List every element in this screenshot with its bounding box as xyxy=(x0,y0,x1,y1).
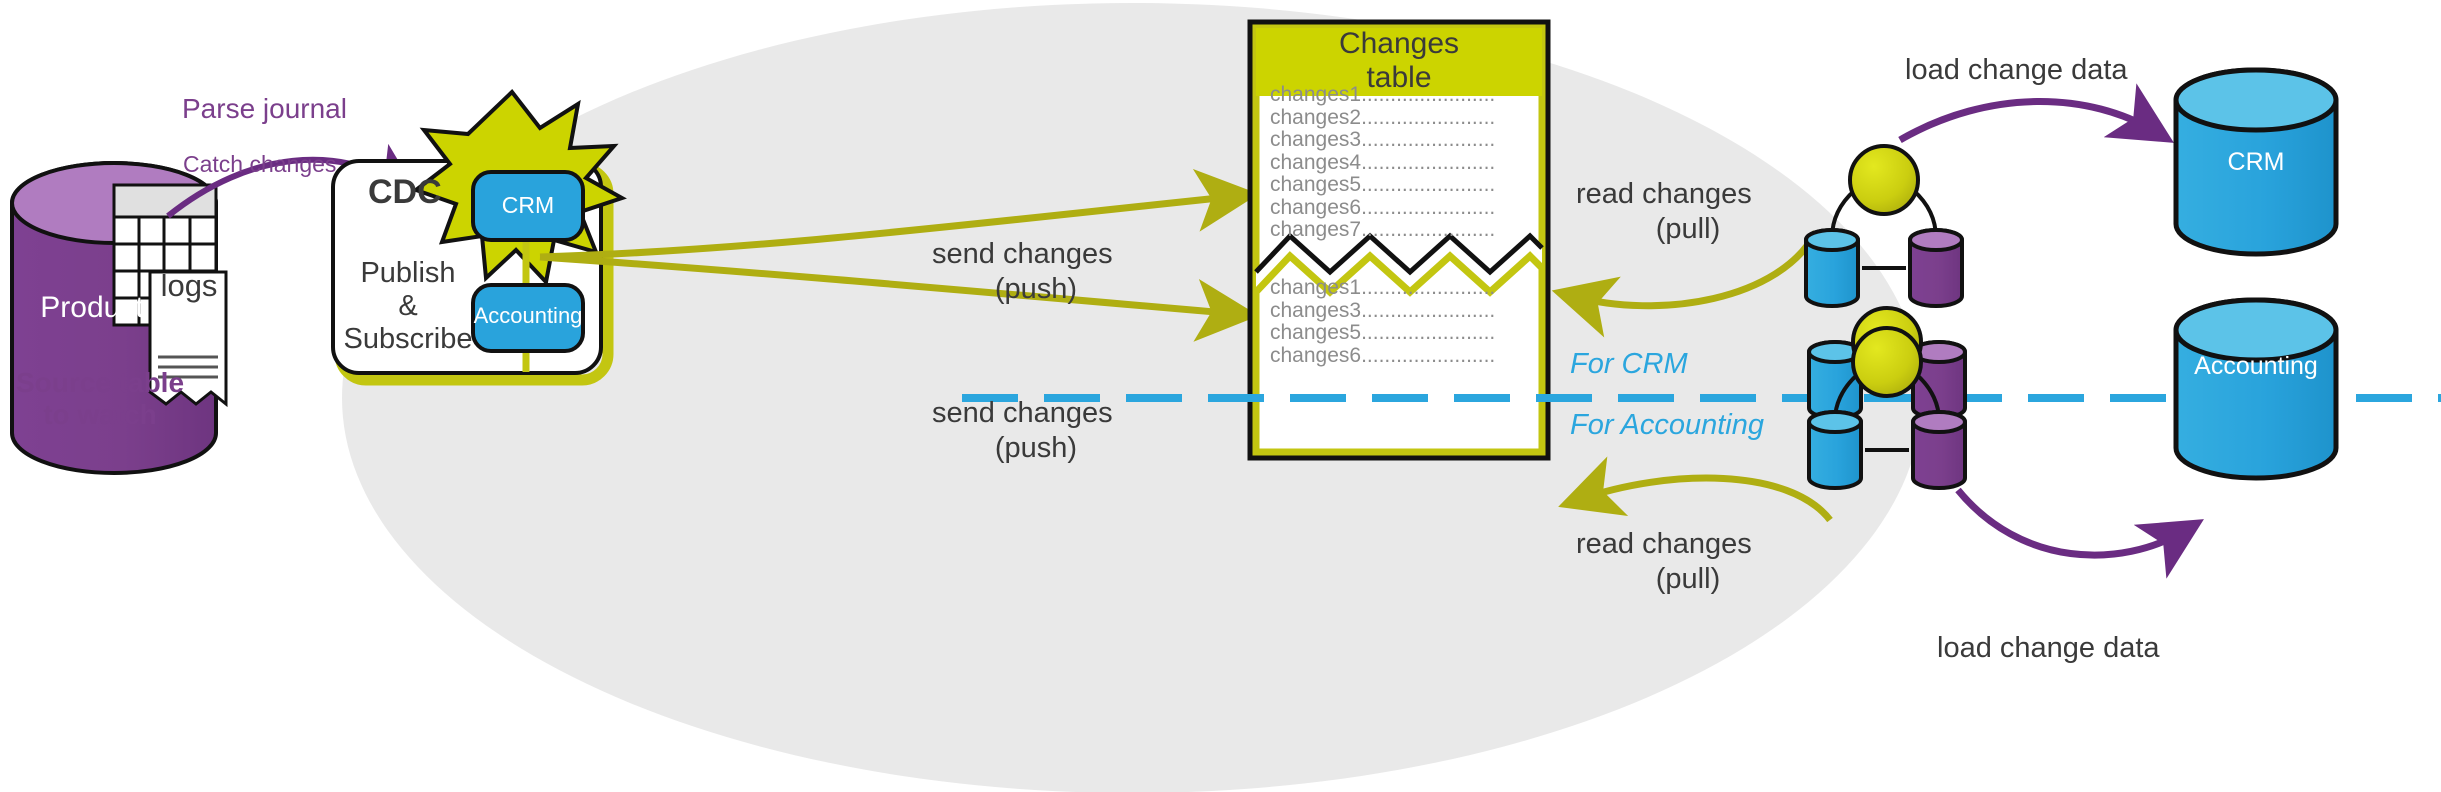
changes-table-header-line2: table xyxy=(1366,61,1432,94)
table-row: changes1....................... xyxy=(1270,276,1530,300)
subscriber-chip-crm-label: CRM xyxy=(501,192,555,218)
target-db-crm-label: CRM xyxy=(2227,148,2285,176)
table-row: changes4....................... xyxy=(1270,150,1530,175)
table-row: changes6....................... xyxy=(1270,343,1530,368)
changes-table-header-line1: Changes xyxy=(1338,27,1460,60)
row-label: changes6 xyxy=(1270,343,1362,367)
read-changes-top-line2: (pull) xyxy=(1655,213,1721,245)
push-arrow-bottom xyxy=(539,253,1259,342)
load-arrow-top xyxy=(1898,83,2174,144)
source-db-label: Product xyxy=(40,291,144,324)
read-changes-top-line1: read changes xyxy=(1576,178,1752,210)
row-label: changes1 xyxy=(1270,83,1362,106)
table-row: changes3....................... xyxy=(1270,298,1530,323)
table-row: changes7....................... xyxy=(1270,218,1530,242)
etl-process-icon-bottom-fix xyxy=(1807,326,1967,490)
changes-table-box xyxy=(1247,19,1551,461)
send-changes-bottom-line2: (push) xyxy=(994,432,1078,464)
row-label: changes6 xyxy=(1270,195,1362,219)
table-row: changes5....................... xyxy=(1270,321,1530,345)
changes-rows-bottom: changes1....................... changes3… xyxy=(1270,276,1530,368)
row-dots: ....................... xyxy=(1361,298,1496,322)
load-arrow-bottom xyxy=(1955,487,2204,579)
row-dots: ....................... xyxy=(1361,83,1496,106)
row-dots: ....................... xyxy=(1361,195,1496,219)
row-dots: ....................... xyxy=(1361,343,1496,367)
row-dots: ....................... xyxy=(1361,218,1496,241)
row-dots: ....................... xyxy=(1361,105,1496,129)
row-dots: ....................... xyxy=(1361,276,1496,299)
push-arrow-top xyxy=(539,169,1259,261)
subscriber-chip-accounting-label: Accounting xyxy=(473,303,583,328)
row-label: changes4 xyxy=(1270,150,1362,174)
cdc-title: CDC xyxy=(368,173,442,211)
send-changes-top-line1: send changes xyxy=(932,238,1113,270)
row-dots: ....................... xyxy=(1361,321,1496,344)
row-dots: ....................... xyxy=(1361,128,1496,151)
row-label: changes3 xyxy=(1270,298,1362,322)
catch-changes-label: Catch changes xyxy=(183,151,337,177)
pull-arrow-bottom xyxy=(1558,456,1833,523)
cdc-subtitle-line2: & xyxy=(398,290,418,322)
table-row: changes6....................... xyxy=(1270,195,1530,220)
row-label: changes5 xyxy=(1270,321,1362,344)
read-changes-bottom-line2: (pull) xyxy=(1655,563,1721,595)
row-label: changes2 xyxy=(1270,105,1362,129)
load-change-data-top-label: load change data xyxy=(1905,54,2128,86)
target-db-accounting-label: Accounting xyxy=(2194,352,2318,380)
send-changes-top-line2: (push) xyxy=(994,273,1078,305)
cdc-subtitle-line3: Subscribe xyxy=(343,323,473,355)
source-caption-line2: to watch xyxy=(43,399,157,430)
logs-document-glyph xyxy=(148,270,228,408)
row-label: changes1 xyxy=(1270,276,1362,299)
send-changes-bottom-line1: send changes xyxy=(932,397,1113,429)
subscriber-chip-crm xyxy=(471,170,585,242)
table-row: changes1....................... xyxy=(1270,83,1530,107)
row-dots: ....................... xyxy=(1361,173,1496,196)
table-row: changes5....................... xyxy=(1270,173,1530,197)
target-database-accounting xyxy=(2173,297,2339,481)
changes-rows-top: changes1....................... changes2… xyxy=(1270,83,1530,242)
row-dots: ....................... xyxy=(1361,150,1496,174)
read-changes-bottom-line1: read changes xyxy=(1576,528,1752,560)
row-label: changes3 xyxy=(1270,128,1362,151)
table-row: changes3....................... xyxy=(1270,128,1530,152)
divider-label-for-accounting: For Accounting xyxy=(1570,409,1764,441)
cdc-subtitle-line1: Publish xyxy=(360,257,456,289)
divider-label-for-crm: For CRM xyxy=(1570,348,1688,380)
parse-journal-label: Parse journal xyxy=(182,93,347,124)
row-label: changes7 xyxy=(1270,218,1362,241)
pull-arrow-top xyxy=(1551,230,1820,338)
row-label: changes5 xyxy=(1270,173,1362,196)
etl-process-icon-top xyxy=(1804,144,1964,308)
table-row: changes2....................... xyxy=(1270,105,1530,130)
subscriber-chip-accounting xyxy=(471,283,585,353)
target-database-crm xyxy=(2173,67,2339,257)
load-change-data-bottom-label: load change data xyxy=(1937,632,2160,664)
logs-label: logs xyxy=(160,268,218,303)
source-caption-line1: Source table xyxy=(15,367,185,398)
